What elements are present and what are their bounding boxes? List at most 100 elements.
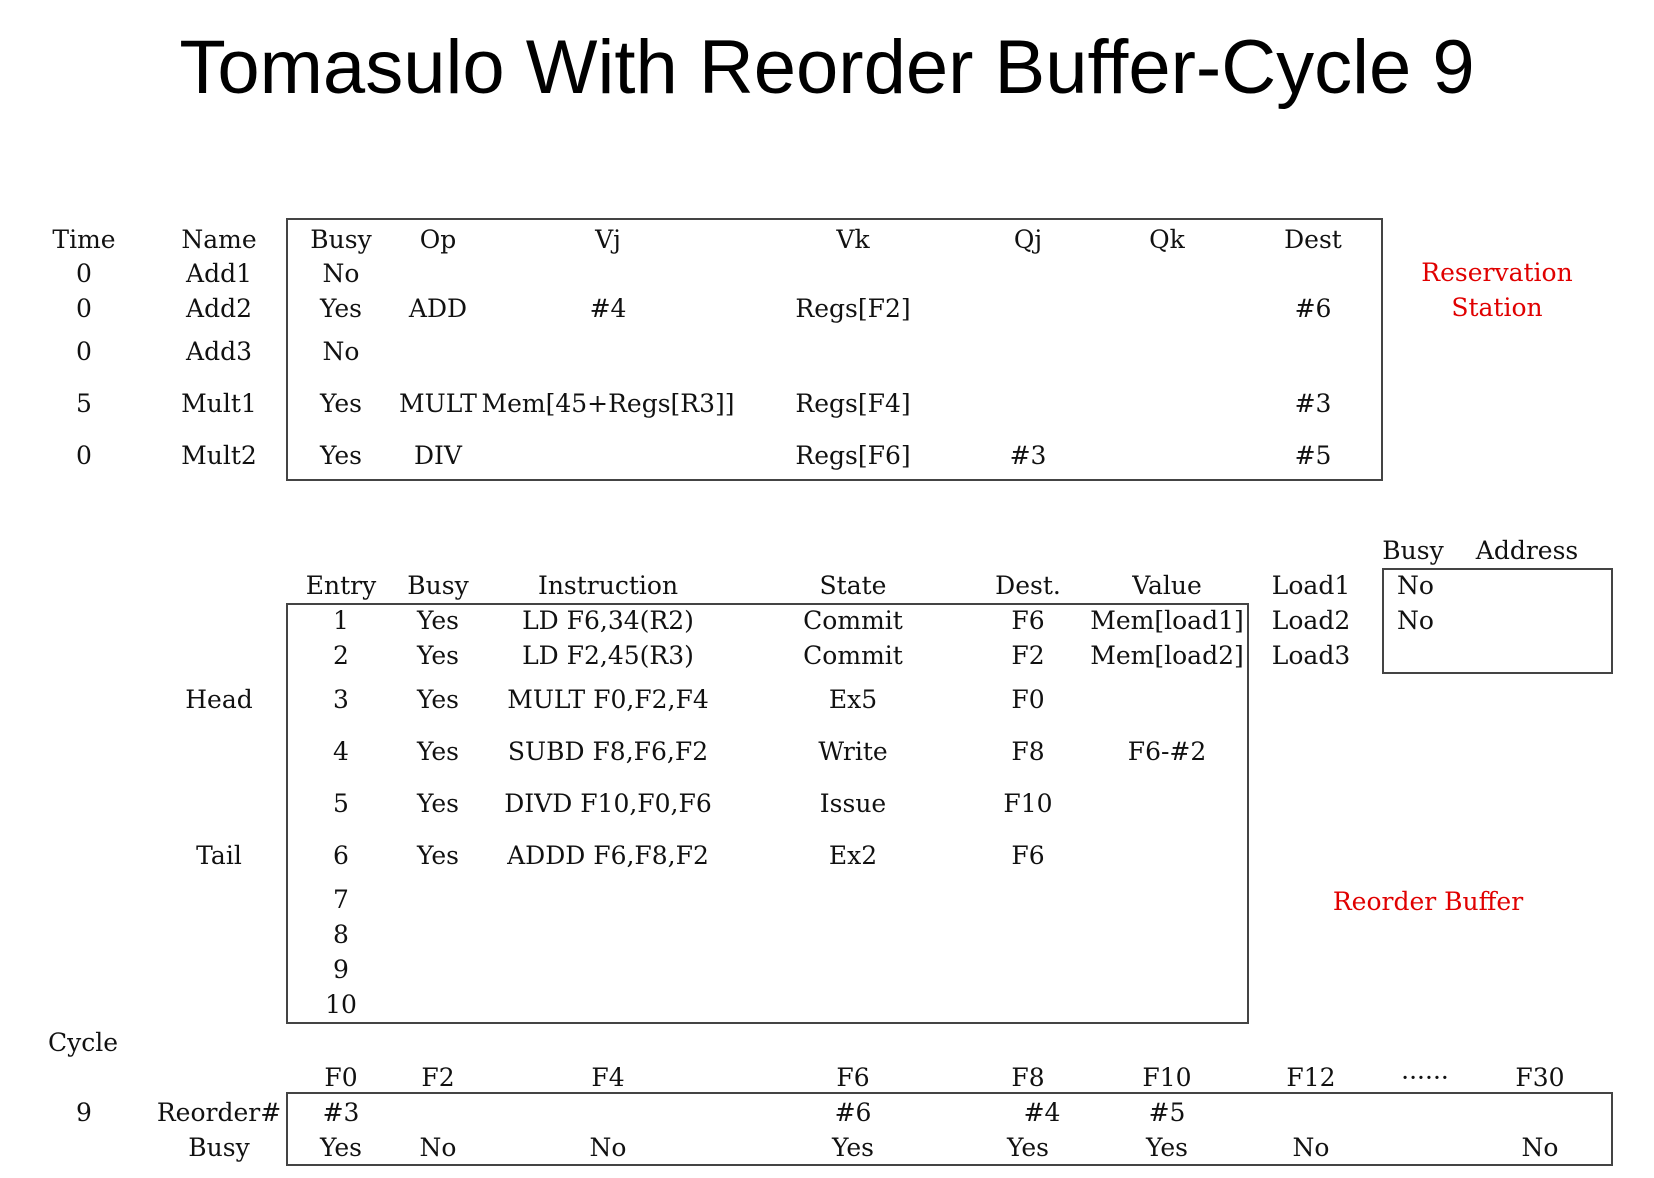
rs-cell-dest: #3: [1294, 389, 1332, 418]
rob-cell-entry: 2: [333, 641, 349, 670]
reg-name: F10: [1142, 1063, 1192, 1092]
rs-cell-name: Add2: [186, 294, 252, 323]
reorder-buffer-box: [286, 603, 1249, 1024]
rob-cell-entry: 8: [333, 920, 349, 949]
rob-cell-value: Mem[load1]: [1090, 606, 1244, 635]
rob-cell-state: Commit: [803, 641, 903, 670]
rs-cell-time: 0: [76, 294, 92, 323]
rs-cell-name: Mult2: [181, 441, 257, 470]
rs-cell-name: Add3: [186, 337, 252, 366]
reg-reorder: #3: [322, 1098, 360, 1127]
load-header-busy: Busy: [1382, 536, 1444, 565]
rs-header-busy: Busy: [310, 225, 372, 254]
rs-cell-op: MULT: [399, 389, 477, 418]
cycle-label: Cycle: [48, 1028, 119, 1057]
slide-title: Tomasulo With Reorder Buffer-Cycle 9: [179, 25, 1475, 110]
load-name: Load1: [1271, 571, 1351, 600]
rob-cell-state: Ex2: [828, 841, 878, 870]
rob-cell-state: Ex5: [828, 685, 878, 714]
rs-header-vj: Vj: [595, 225, 621, 254]
rob-cell-state: Write: [818, 737, 888, 766]
reg-busy: No: [419, 1133, 457, 1162]
rob-cell-instruction: LD F2,45(R3): [522, 641, 694, 670]
rob-cell-state: Issue: [819, 789, 887, 818]
rob-cell-dest: F0: [1011, 685, 1045, 714]
reg-name: F2: [421, 1063, 455, 1092]
rob-cell-busy: Yes: [417, 841, 459, 870]
reorder-row-label: Reorder#: [156, 1098, 282, 1127]
rob-cell-entry: 1: [333, 606, 349, 635]
rob-cell-entry: 6: [333, 841, 349, 870]
reg-name: F30: [1515, 1063, 1565, 1092]
rob-cell-state: Commit: [803, 606, 903, 635]
rob-header-value: Value: [1132, 571, 1202, 600]
rs-cell-busy: Yes: [320, 389, 362, 418]
rs-cell-op: ADD: [408, 294, 468, 323]
rob-header-state: State: [819, 571, 887, 600]
rs-cell-dest: #6: [1294, 294, 1332, 323]
reservation-station-label-line2: Station: [1451, 293, 1543, 322]
reservation-station-label-line1: Reservation: [1421, 258, 1573, 287]
rob-cell-dest: F6: [1011, 606, 1045, 635]
reg-busy: Yes: [320, 1133, 362, 1162]
register-status-box: [286, 1092, 1613, 1166]
rob-header-dest: Dest.: [995, 571, 1061, 600]
rob-cell-dest: F6: [1011, 841, 1045, 870]
rs-header-dest: Dest: [1284, 225, 1342, 254]
rob-cell-instruction: ADDD F6,F8,F2: [507, 841, 709, 870]
rob-cell-busy: Yes: [417, 737, 459, 766]
rob-header-busy: Busy: [407, 571, 469, 600]
reg-busy: Yes: [1146, 1133, 1188, 1162]
rs-header-vk: Vk: [836, 225, 870, 254]
load-header-address: Address: [1475, 536, 1579, 565]
rob-cell-dest: F10: [1003, 789, 1053, 818]
rs-header-qj: Qj: [1013, 225, 1043, 254]
reg-name: F6: [836, 1063, 870, 1092]
rob-cell-instruction: DIVD F10,F0,F6: [504, 789, 712, 818]
reg-name: F0: [324, 1063, 358, 1092]
rob-cell-dest: F2: [1011, 641, 1045, 670]
rs-cell-vk: Regs[F4]: [795, 389, 911, 418]
rob-tail-marker: Tail: [196, 841, 242, 870]
rs-header-qk: Qk: [1149, 225, 1185, 254]
reg-name: ······: [1401, 1063, 1449, 1092]
rob-header-instruction: Instruction: [537, 571, 679, 600]
rob-cell-busy: Yes: [417, 606, 459, 635]
rs-cell-vj: #4: [589, 294, 627, 323]
reg-reorder: #5: [1148, 1098, 1186, 1127]
rob-cell-busy: Yes: [417, 641, 459, 670]
rs-cell-vj: Mem[45+Regs[R3]]: [481, 389, 735, 418]
rs-cell-time: 5: [76, 389, 92, 418]
rob-cell-entry: 9: [333, 955, 349, 984]
rob-cell-entry: 7: [333, 885, 349, 914]
rob-cell-entry: 5: [333, 789, 349, 818]
rs-cell-dest: #5: [1294, 441, 1332, 470]
rob-cell-instruction: MULT F0,F2,F4: [507, 685, 709, 714]
reservation-station-box: [286, 218, 1383, 481]
rs-cell-time: 0: [76, 259, 92, 288]
rob-cell-entry: 3: [333, 685, 349, 714]
busy-row-label: Busy: [188, 1133, 250, 1162]
reg-busy: No: [1292, 1133, 1330, 1162]
rob-cell-busy: Yes: [417, 789, 459, 818]
rs-cell-busy: No: [322, 259, 360, 288]
rs-cell-qj: #3: [1009, 441, 1047, 470]
load-busy: No: [1397, 606, 1434, 635]
rs-cell-time: 0: [76, 337, 92, 366]
rs-cell-busy: Yes: [320, 441, 362, 470]
reg-busy: Yes: [832, 1133, 874, 1162]
reg-reorder: #6: [834, 1098, 872, 1127]
cycle-value: 9: [76, 1098, 92, 1127]
reorder-buffer-label: Reorder Buffer: [1332, 887, 1524, 916]
reg-name: F8: [1011, 1063, 1045, 1092]
load-name: Load2: [1271, 606, 1351, 635]
rob-cell-entry: 4: [333, 737, 349, 766]
rs-header-op: Op: [419, 225, 457, 254]
reg-busy: No: [1521, 1133, 1559, 1162]
reg-name: F4: [591, 1063, 625, 1092]
rs-cell-vk: Regs[F2]: [795, 294, 911, 323]
reg-reorder: #4: [1023, 1098, 1061, 1127]
reg-busy: No: [589, 1133, 627, 1162]
rs-cell-busy: No: [322, 337, 360, 366]
rob-header-entry: Entry: [305, 571, 377, 600]
